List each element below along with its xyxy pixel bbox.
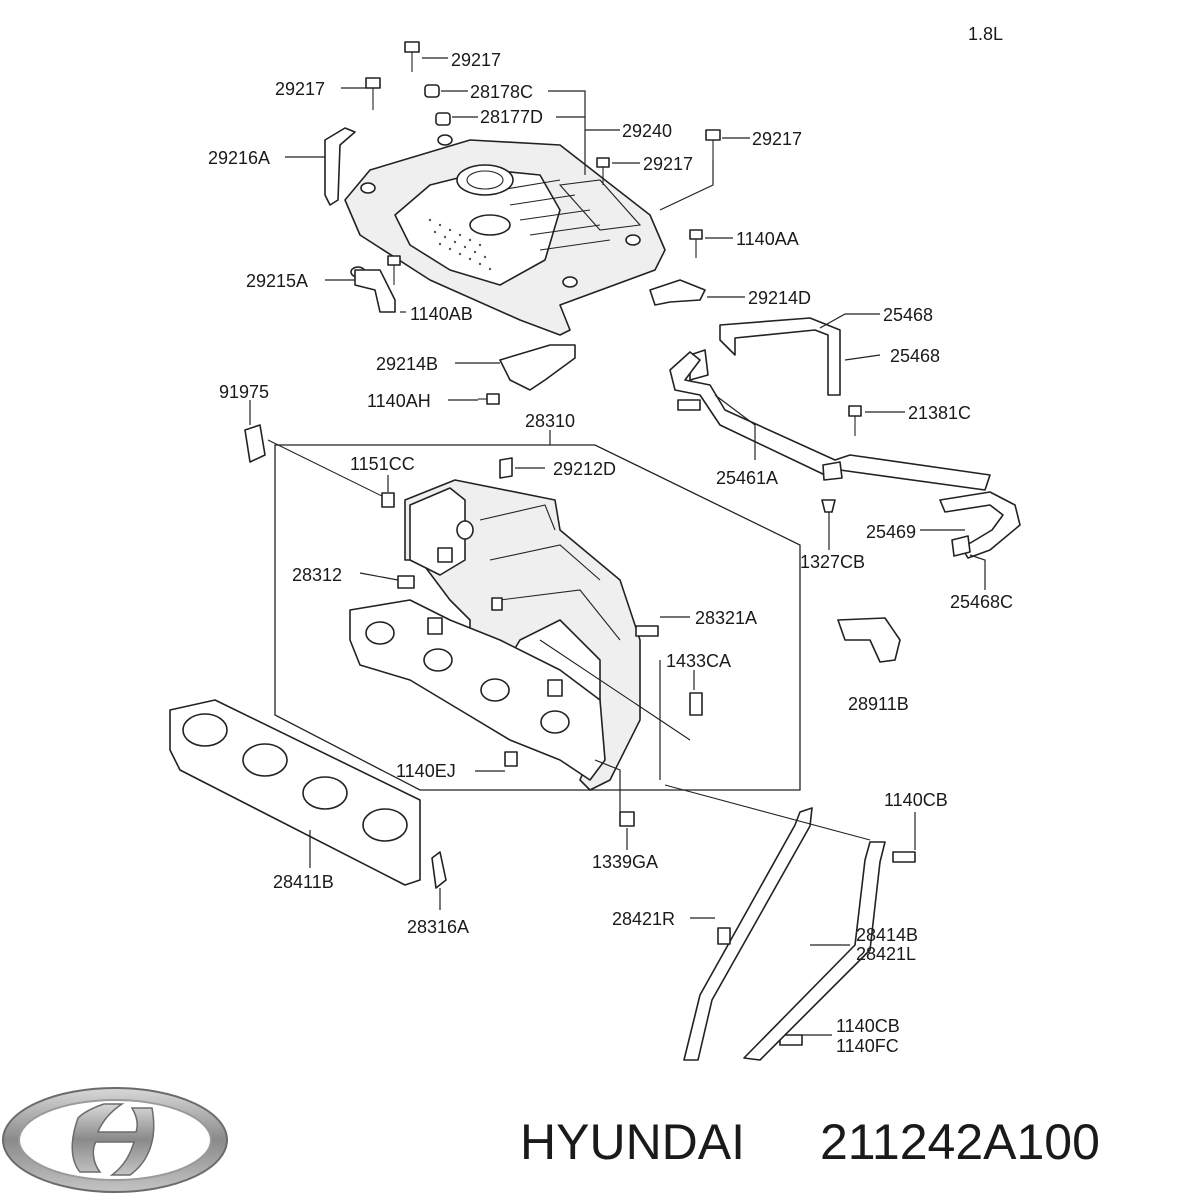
part-label: 28414B (856, 925, 918, 945)
part-label: 28316A (407, 917, 469, 937)
part-label: 1140CB (836, 1016, 900, 1036)
part-label: 28310 (525, 411, 575, 431)
manifold-gasket (169, 699, 421, 886)
part-label: 1140AH (367, 391, 431, 411)
part-label: 29212D (553, 459, 616, 479)
part-label: 29214B (376, 354, 438, 374)
clip-icon (821, 499, 836, 513)
part-label: 25468C (950, 592, 1013, 612)
part-label: 1327CB (800, 552, 865, 572)
part-label: 25468 (890, 346, 940, 366)
part-label: 28421L (856, 944, 916, 964)
part-label: 29214D (748, 288, 811, 308)
part-label: 25468 (883, 305, 933, 325)
part-label: 1151CC (350, 454, 415, 474)
part-labels: 1.8L 29217 29217 28178C 28177D 29240 292… (208, 24, 1013, 1056)
part-label: 28421R (612, 909, 675, 929)
intake-manifold (349, 479, 641, 791)
part-label: 29217 (752, 129, 802, 149)
bolt-icon (365, 41, 862, 436)
part-label: 1339GA (592, 852, 658, 872)
part-label: 25469 (866, 522, 916, 542)
hyundai-logo-icon (2, 1087, 228, 1193)
manifold-frame (267, 439, 801, 791)
part-label: 28411B (273, 872, 334, 892)
engine-cover (344, 134, 666, 336)
part-label: 28321A (695, 608, 757, 628)
part-label: 21381C (908, 403, 971, 423)
leader-lines (249, 57, 986, 1036)
part-label: 91975 (219, 382, 269, 402)
part-label: 1140AB (410, 304, 473, 324)
part-label: 25461A (716, 468, 778, 488)
part-label: 28177D (480, 107, 543, 127)
part-label: 28312 (292, 565, 342, 585)
part-label: 29215A (246, 271, 308, 291)
part-label: 1433CA (666, 651, 731, 671)
part-label: 28911B (848, 694, 909, 714)
bracket-icon (244, 127, 901, 889)
part-label: 29217 (643, 154, 693, 174)
cap-icon (424, 84, 451, 126)
engine-variant-label: 1.8L (968, 24, 1003, 44)
part-label: 1140CB (884, 790, 948, 810)
part-label: 29240 (622, 121, 672, 141)
part-label: 29217 (451, 50, 501, 70)
part-label: 1140AA (736, 229, 799, 249)
manifold-stays (683, 807, 886, 1061)
part-label: 29216A (208, 148, 270, 168)
hose-assembly (669, 317, 1021, 559)
part-label: 1140FC (836, 1036, 899, 1056)
fitting-icon (381, 457, 916, 1046)
part-label: 28178C (470, 82, 533, 102)
part-label: 1140EJ (396, 761, 456, 781)
part-label: 29217 (275, 79, 325, 99)
part-number: 211242A100 (820, 1114, 1100, 1170)
brand-name: HYUNDAI (520, 1114, 745, 1170)
